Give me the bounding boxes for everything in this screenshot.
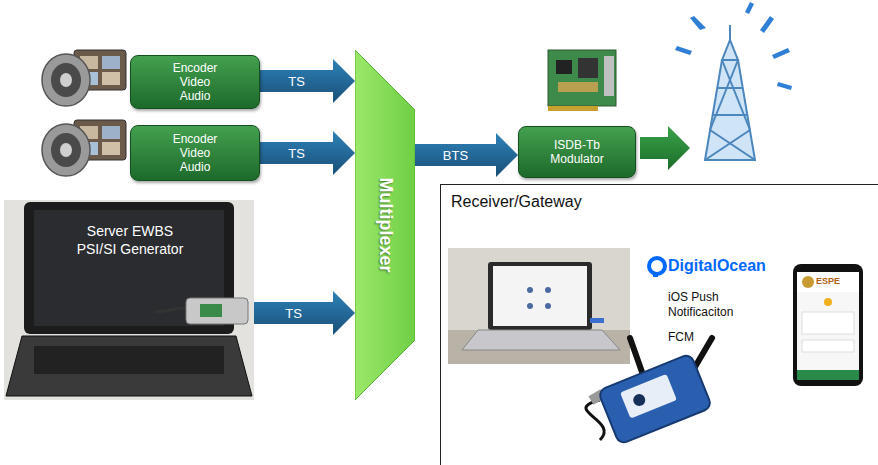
illustration-part — [793, 264, 863, 386]
illustration-part — [527, 287, 533, 293]
illustration-part — [745, 2, 754, 14]
illustration-part — [712, 114, 748, 116]
signal-label: TS — [285, 306, 302, 321]
illustration-part — [488, 262, 592, 330]
illustration-part — [545, 287, 551, 293]
laptop-part — [6, 336, 252, 396]
illustration-part — [51, 63, 81, 97]
service-logo-text: DigitalOcean — [668, 257, 766, 275]
panel-heading: Receiver/Gateway — [451, 193, 582, 211]
illustration-part — [797, 370, 859, 380]
laptop-part — [200, 304, 222, 317]
illustration-part — [705, 130, 750, 160]
encoder-box: Encoder Video Audio — [130, 125, 260, 181]
illustration-part — [722, 60, 750, 130]
illustration-part — [690, 16, 706, 30]
signal-bolts — [675, 2, 792, 90]
illustration-part — [772, 48, 790, 59]
illustration-part — [797, 272, 859, 292]
node-text: ISDB-Tb Modulator — [546, 138, 608, 166]
illustration-part — [630, 338, 642, 372]
illustration-part — [649, 258, 665, 274]
receiver-panel: Receiver/Gateway — [440, 184, 878, 465]
laptop-part — [4, 200, 254, 400]
logo-text: ESPE — [816, 276, 840, 286]
illustration-part — [448, 248, 630, 364]
block-arrow — [254, 291, 355, 335]
node-text: Encoder Video Audio — [164, 61, 226, 103]
media-icon — [42, 50, 126, 106]
rf-arrow — [640, 126, 690, 170]
illustration-part — [675, 46, 692, 55]
service-text: iOS Push Notificaciton — [668, 290, 758, 320]
block-arrow — [260, 131, 355, 175]
illustration-part — [545, 303, 551, 309]
service-text: FCM — [668, 330, 694, 344]
illustration-part — [548, 106, 598, 111]
illustration-part — [710, 130, 755, 160]
media-icon — [42, 120, 126, 176]
logo-icon — [649, 258, 665, 277]
illustration-part — [462, 330, 620, 350]
sdr-device — [586, 338, 712, 445]
server-laptop: Server EWBS PSI/SI Generator — [4, 200, 254, 400]
illustration-part — [51, 133, 81, 167]
signal-label: TS — [288, 146, 305, 161]
illustration-part — [102, 142, 120, 155]
illustration-part — [590, 318, 604, 323]
modulator-board — [548, 50, 616, 111]
illustration-part — [802, 312, 854, 334]
illustration-part — [802, 340, 854, 352]
illustration-part — [777, 82, 792, 90]
illustration-part — [598, 353, 712, 444]
illustration-part — [802, 276, 814, 288]
illustration-part — [797, 272, 859, 380]
signal-label: TS — [288, 74, 305, 89]
laptop-part — [186, 298, 248, 324]
illustration-part — [42, 54, 90, 106]
illustration-part — [102, 126, 120, 139]
illustration-part — [710, 60, 738, 130]
illustration-part — [824, 298, 832, 306]
illustration-part — [42, 124, 90, 176]
illustration-part — [717, 87, 743, 89]
illustration-part — [448, 330, 630, 364]
encoder-box: Encoder Video Audio — [130, 55, 260, 109]
illustration-part — [760, 16, 774, 33]
illustration-part — [60, 73, 72, 87]
illustration-part — [620, 374, 677, 419]
illustration-part — [102, 72, 120, 85]
laptop-part — [154, 308, 186, 312]
illustration-part — [493, 266, 587, 326]
illustration-part — [586, 400, 604, 440]
block-arrow — [260, 59, 355, 103]
phone-illustration — [793, 264, 863, 386]
illustration-part — [102, 56, 120, 69]
receiver-laptop-photo — [448, 248, 630, 364]
illustration-part — [705, 60, 755, 160]
laptop-part — [34, 346, 224, 374]
node-text: Multiplexer — [375, 177, 396, 272]
illustration-part — [548, 50, 616, 106]
multiplexer-trapezoid: Multiplexer — [355, 50, 415, 400]
illustration-part — [578, 58, 598, 78]
illustration-part — [60, 143, 72, 157]
illustration-part — [556, 60, 572, 74]
modulator-box: ISDB-Tb Modulator — [518, 126, 636, 178]
signal-label: BTS — [443, 148, 468, 163]
illustration-part — [722, 40, 738, 60]
illustration-part — [631, 392, 647, 408]
illustration-part — [653, 272, 658, 277]
block-arrow — [415, 133, 518, 177]
node-text: Encoder Video Audio — [164, 132, 226, 174]
illustration-part — [604, 56, 614, 96]
node-text: Server EWBS PSI/SI Generator — [74, 222, 186, 258]
illustration-part — [527, 303, 533, 309]
illustration-part — [558, 82, 598, 92]
trapezoid-outline — [355, 50, 415, 400]
laptop-part — [24, 202, 234, 334]
tower-illustration — [705, 25, 755, 160]
illustration-part — [598, 353, 712, 444]
